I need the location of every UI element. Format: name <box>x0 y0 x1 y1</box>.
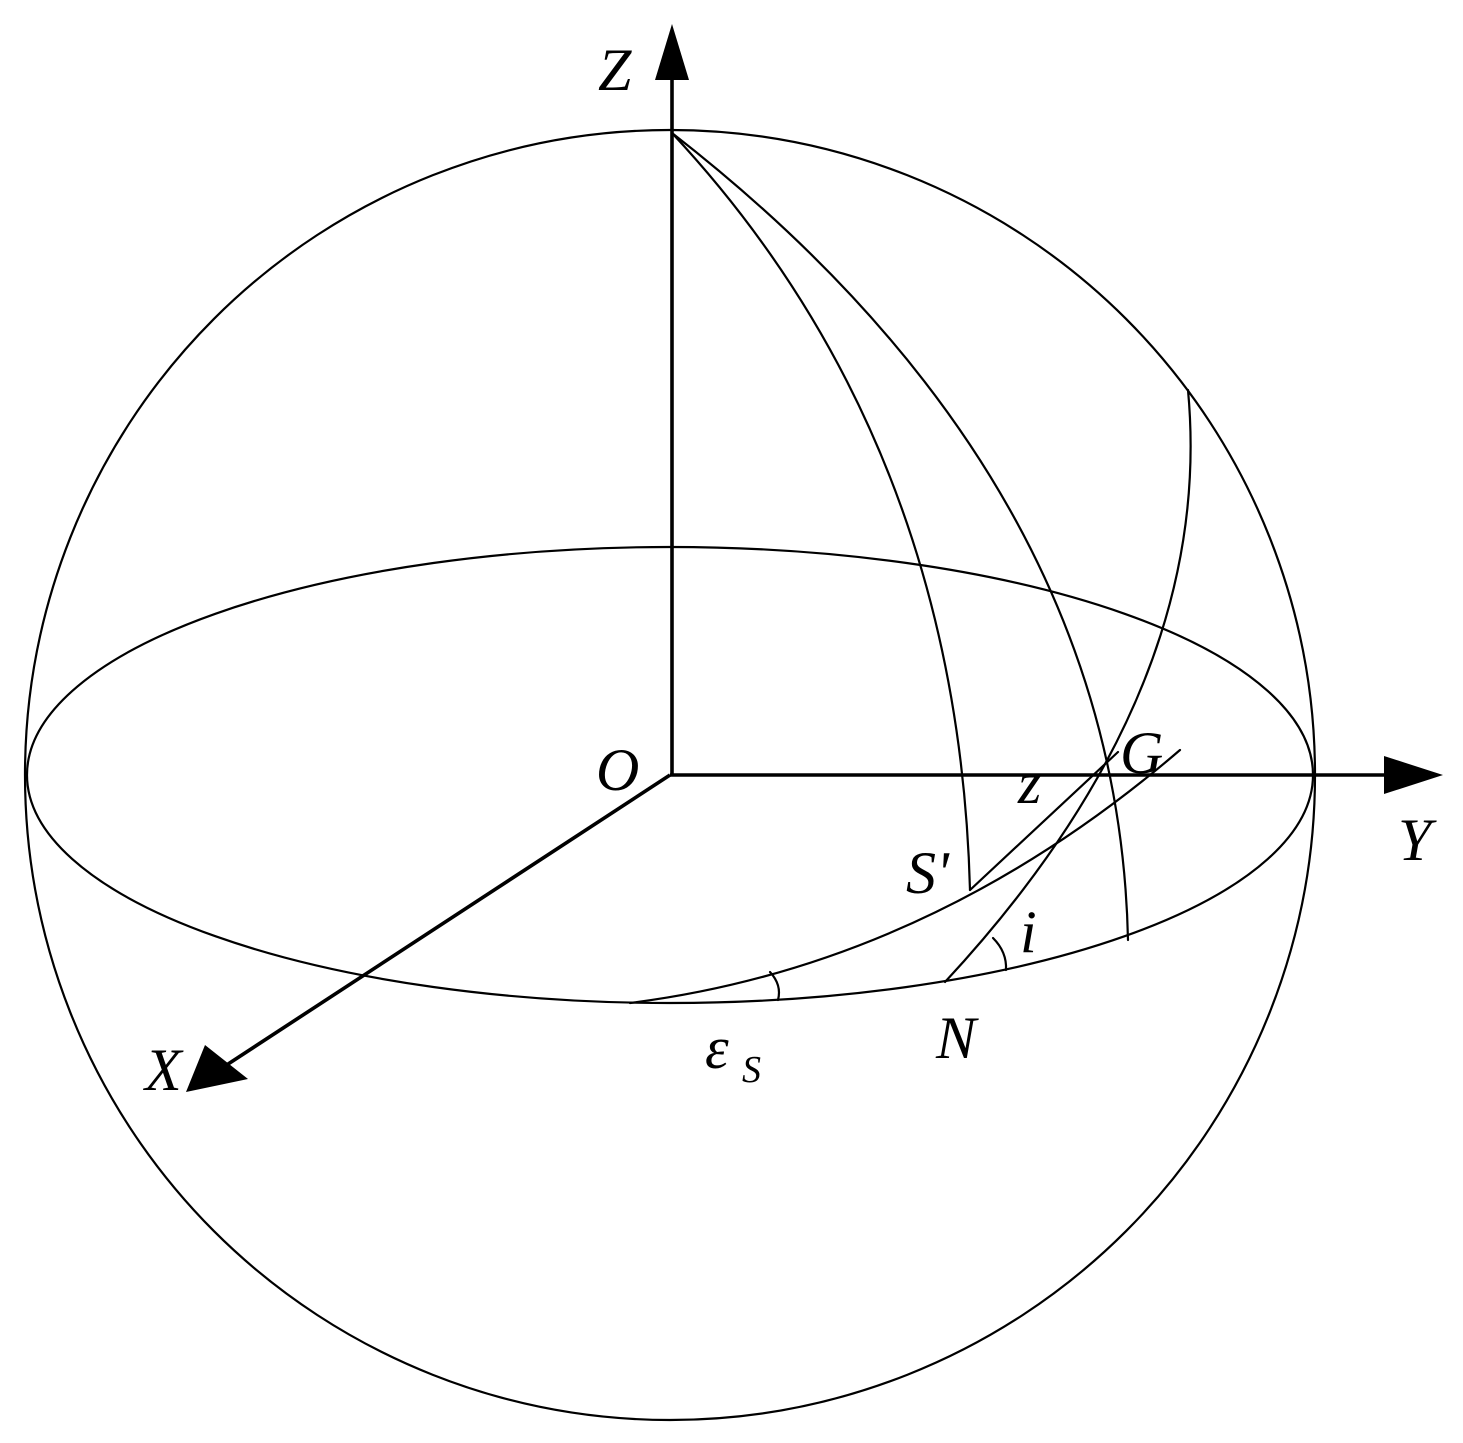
x-axis-line <box>221 773 671 1070</box>
small-z-label: z <box>1017 750 1041 816</box>
origin-label: O <box>596 737 639 803</box>
epsilon-angle-arc <box>768 970 781 1002</box>
y-axis-label: Y <box>1398 807 1437 873</box>
meridian-arc-s-prime <box>670 131 972 892</box>
z-axis-label: Z <box>598 37 632 103</box>
y-axis-arrowhead <box>1384 756 1443 794</box>
epsilon-subscript-label: S <box>742 1049 761 1091</box>
point-s-prime-label: S' <box>906 840 950 906</box>
z-axis-arrowhead <box>655 24 689 80</box>
i-angle-arc <box>991 936 1008 972</box>
epsilon-label: ε <box>705 1015 729 1081</box>
point-n-label: N <box>935 1005 979 1071</box>
s-prime-to-g-line <box>968 750 1120 892</box>
inclined-circle-arc <box>943 388 1192 984</box>
point-g-label: G <box>1120 720 1163 786</box>
x-axis-label: X <box>143 1037 184 1103</box>
x-axis-arrowhead <box>186 1045 248 1092</box>
ecliptic-arc <box>628 748 1182 1005</box>
angle-i-label: i <box>1020 899 1037 965</box>
meridian-arc-outer <box>670 131 1130 942</box>
